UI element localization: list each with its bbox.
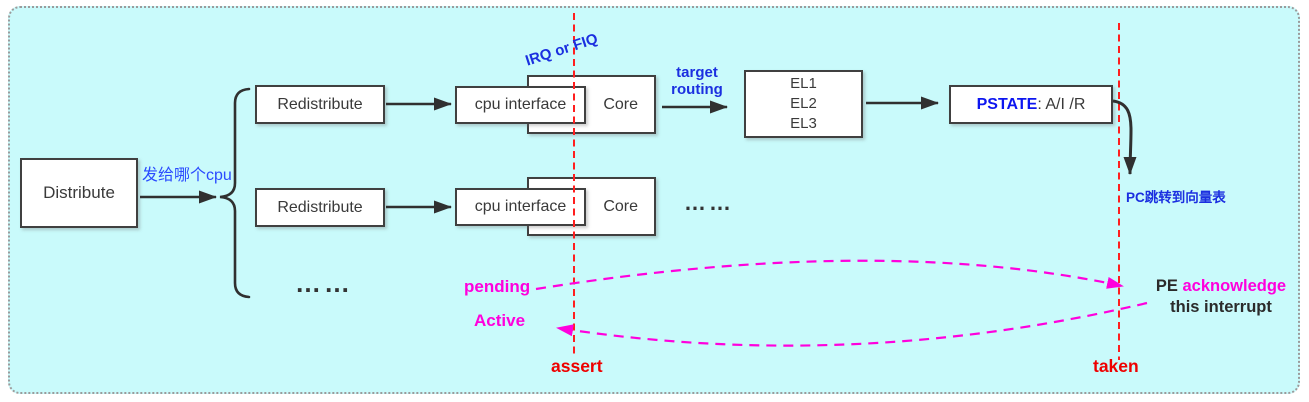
- el1-label: EL1: [790, 75, 817, 92]
- pe-text: PE: [1155, 277, 1178, 295]
- target-routing-line1: target: [676, 64, 718, 81]
- assert-label: assert: [551, 356, 603, 376]
- redistribute-box-bottom: Redistribute: [255, 188, 385, 227]
- redistribute-top-label: Redistribute: [277, 95, 363, 113]
- pending-state-label: pending: [464, 277, 531, 296]
- core-bottom-label: Core: [603, 197, 638, 215]
- ellipsis-more-redistributors: ……: [295, 268, 353, 298]
- acknowledge-text: acknowledge: [1182, 277, 1287, 295]
- pc-jump-vector-table-label: PC跳转到向量表: [1126, 190, 1226, 205]
- el2-label: EL2: [790, 95, 817, 112]
- exception-level-box: EL1 EL2 EL3: [744, 70, 863, 138]
- el3-label: EL3: [790, 115, 817, 132]
- distribute-box: Distribute: [20, 158, 138, 228]
- redistribute-bottom-label: Redistribute: [277, 198, 363, 216]
- target-routing-line2: routing: [671, 81, 723, 98]
- cpu-interface-box-top: cpu interface: [455, 86, 586, 124]
- distribute-label: Distribute: [43, 183, 115, 202]
- taken-label: taken: [1093, 356, 1139, 376]
- pstate-keyword: PSTATE: [976, 95, 1038, 113]
- pe-acknowledge-line1: PE acknowledge: [1150, 276, 1292, 297]
- ellipsis-more-cores: ……: [684, 190, 734, 215]
- cpu-interface-top-label: cpu interface: [474, 96, 567, 113]
- redistribute-box-top: Redistribute: [255, 85, 385, 124]
- this-interrupt-text: this interrupt: [1170, 298, 1272, 316]
- core-top-label: Core: [603, 95, 638, 113]
- which-cpu-label: 发给哪个cpu: [142, 167, 232, 184]
- pe-acknowledge-label: PE acknowledge this interrupt: [1150, 276, 1292, 318]
- cpu-interface-bottom-label: cpu interface: [474, 198, 567, 215]
- pstate-box: PSTATE: A/I /R: [949, 85, 1113, 124]
- target-routing-label: target routing: [662, 64, 732, 98]
- pstate-value: : A/I /R: [1037, 95, 1086, 113]
- active-state-label: Active: [474, 311, 526, 330]
- core-box-bottom: Core: [527, 177, 656, 236]
- cpu-interface-box-bottom: cpu interface: [455, 188, 586, 226]
